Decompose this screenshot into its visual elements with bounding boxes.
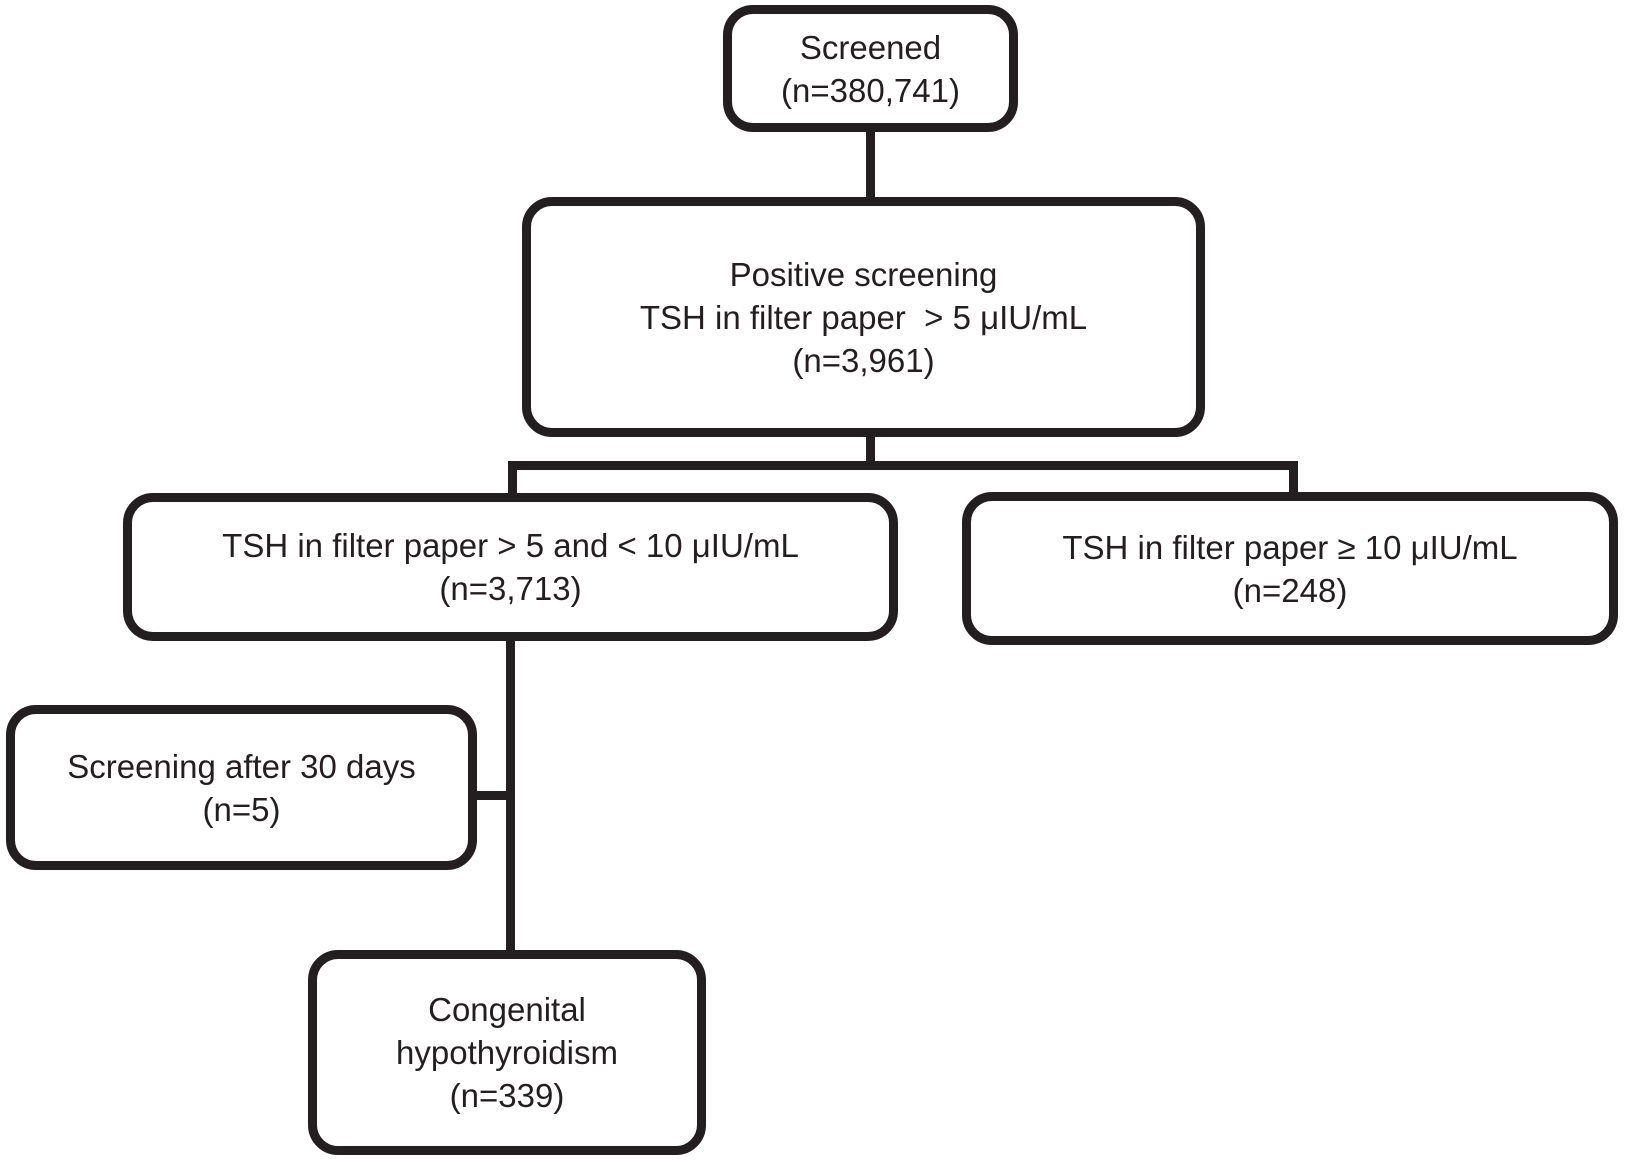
node-tsh-ge-10-line-1: TSH in filter paper ≥ 10 μIU/mL	[1062, 528, 1518, 566]
node-screening-after-30-days: Screening after 30 days (n=5)	[6, 705, 477, 870]
node-congenital-hypothyroidism: Congenital hypothyroidism (n=339)	[308, 950, 706, 1155]
node-tsh-5-10-count: (n=3,713)	[439, 570, 582, 607]
connector-branch-crossbar	[508, 461, 1298, 470]
node-positive-count: (n=3,961)	[792, 341, 935, 379]
node-positive-line-1: Positive screening	[729, 255, 998, 293]
node-congenital-line-1: Congenital	[428, 991, 586, 1028]
node-congenital-line-2: hypothyroidism	[396, 1034, 618, 1071]
node-tsh-ge-10-count: (n=248)	[1232, 571, 1348, 609]
node-tsh-5-10-line-1: TSH in filter paper > 5 and < 10 μIU/mL	[222, 527, 799, 564]
connector-stub-left-branch	[508, 461, 517, 499]
node-screening-30-line-1: Screening after 30 days	[67, 747, 416, 785]
node-screened: Screened (n=380,741)	[723, 5, 1018, 132]
node-screened-count: (n=380,741)	[781, 71, 960, 109]
node-positive-screening: Positive screening TSH in filter paper >…	[522, 197, 1205, 437]
connector-positive-to-crossbar	[866, 437, 875, 465]
connector-screened-to-positive	[866, 132, 875, 197]
node-positive-line-2: TSH in filter paper > 5 μIU/mL	[639, 298, 1088, 336]
connector-screening-30-to-trunk	[477, 791, 511, 800]
node-tsh-greater-equal-10: TSH in filter paper ≥ 10 μIU/mL (n=248)	[962, 492, 1618, 645]
node-screened-line-1: Screened	[799, 28, 942, 66]
node-screening-30-count: (n=5)	[202, 790, 281, 828]
node-congenital-count: (n=339)	[449, 1077, 565, 1114]
node-tsh-between-5-and-10: TSH in filter paper > 5 and < 10 μIU/mL …	[123, 493, 898, 641]
connector-stub-right-branch	[1289, 461, 1298, 497]
